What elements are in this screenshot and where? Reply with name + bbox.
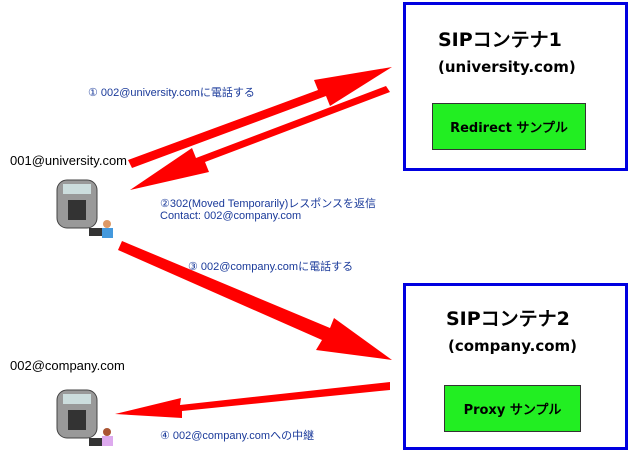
step-4-label: ④ 002@company.comへの中継	[160, 430, 315, 442]
arrow-step-2	[130, 86, 390, 190]
container-2-domain: (company.com)	[448, 337, 578, 355]
redirect-sample: Redirect サンプル	[432, 103, 586, 150]
sip-container-2	[403, 283, 628, 450]
user-2-address: 002@company.com	[10, 358, 125, 373]
ip-phone-icon	[56, 389, 113, 446]
container-1-domain: (university.com)	[438, 58, 576, 76]
user-1-address: 001@university.com	[10, 153, 127, 168]
container-2-title: SIPコンテナ2	[446, 308, 570, 330]
ip-phone-icon	[56, 179, 113, 238]
container-1-title: SIPコンテナ1	[438, 29, 562, 51]
arrow-step-3	[118, 241, 392, 360]
arrow-step-4	[115, 382, 390, 418]
arrow-step-1	[128, 67, 392, 168]
step-3-label: ③ 002@company.comに電話する	[188, 261, 354, 273]
proxy-sample: Proxy サンプル	[444, 385, 581, 432]
step-2-contact: Contact: 002@company.com	[160, 210, 302, 222]
step-2-label: ②302(Moved Temporarily)レスポンスを返信	[160, 198, 377, 210]
step-1-label: ① 002@university.comに電話する	[88, 87, 255, 99]
sip-container-1	[403, 2, 628, 171]
